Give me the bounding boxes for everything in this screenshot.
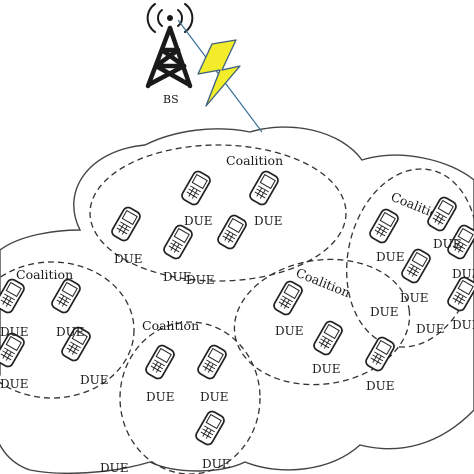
due-label: DUE: [275, 324, 304, 338]
coalition-boundary: [0, 261, 135, 399]
due-label: DUE: [184, 214, 213, 228]
due-label: DUE: [370, 305, 399, 319]
due-label: DUE: [452, 318, 474, 332]
due-label: DUE: [366, 379, 395, 393]
coalition-boundary: [233, 258, 411, 386]
coalition-label: Coalition: [142, 318, 199, 333]
coalition-boundary: [89, 144, 347, 282]
due-label: DUE: [312, 362, 341, 376]
lightning-icon: [197, 39, 241, 107]
due-label: DUE: [400, 291, 429, 305]
due-label: DUE: [0, 325, 29, 339]
due-label: DUE: [100, 461, 129, 474]
due-label: DUE: [200, 390, 229, 404]
due-label: DUE: [254, 214, 283, 228]
signal-waves-icon: [146, 3, 194, 33]
coalition-label: Coalition: [226, 153, 283, 168]
coalition-label: Coalition: [16, 267, 73, 282]
due-label: DUE: [0, 377, 29, 391]
due-label: DUE: [80, 373, 109, 387]
coalition-boundary: [119, 321, 261, 474]
due-label: DUE: [376, 250, 405, 264]
tower-icon: [145, 15, 193, 89]
due-label: DUE: [416, 322, 445, 336]
due-label: DUE: [452, 267, 474, 281]
due-label: DUE: [146, 390, 175, 404]
due-label: DUE: [202, 457, 231, 471]
due-label: DUE: [163, 270, 192, 284]
due-label: DUE: [114, 252, 143, 266]
wireless-link: [177, 19, 263, 133]
due-label: DUE: [56, 325, 85, 339]
base-station-label: BS: [163, 93, 179, 106]
due-label: DUE: [433, 237, 462, 251]
due-label: DUE: [186, 273, 215, 287]
cloud-network-area: [0, 126, 474, 474]
